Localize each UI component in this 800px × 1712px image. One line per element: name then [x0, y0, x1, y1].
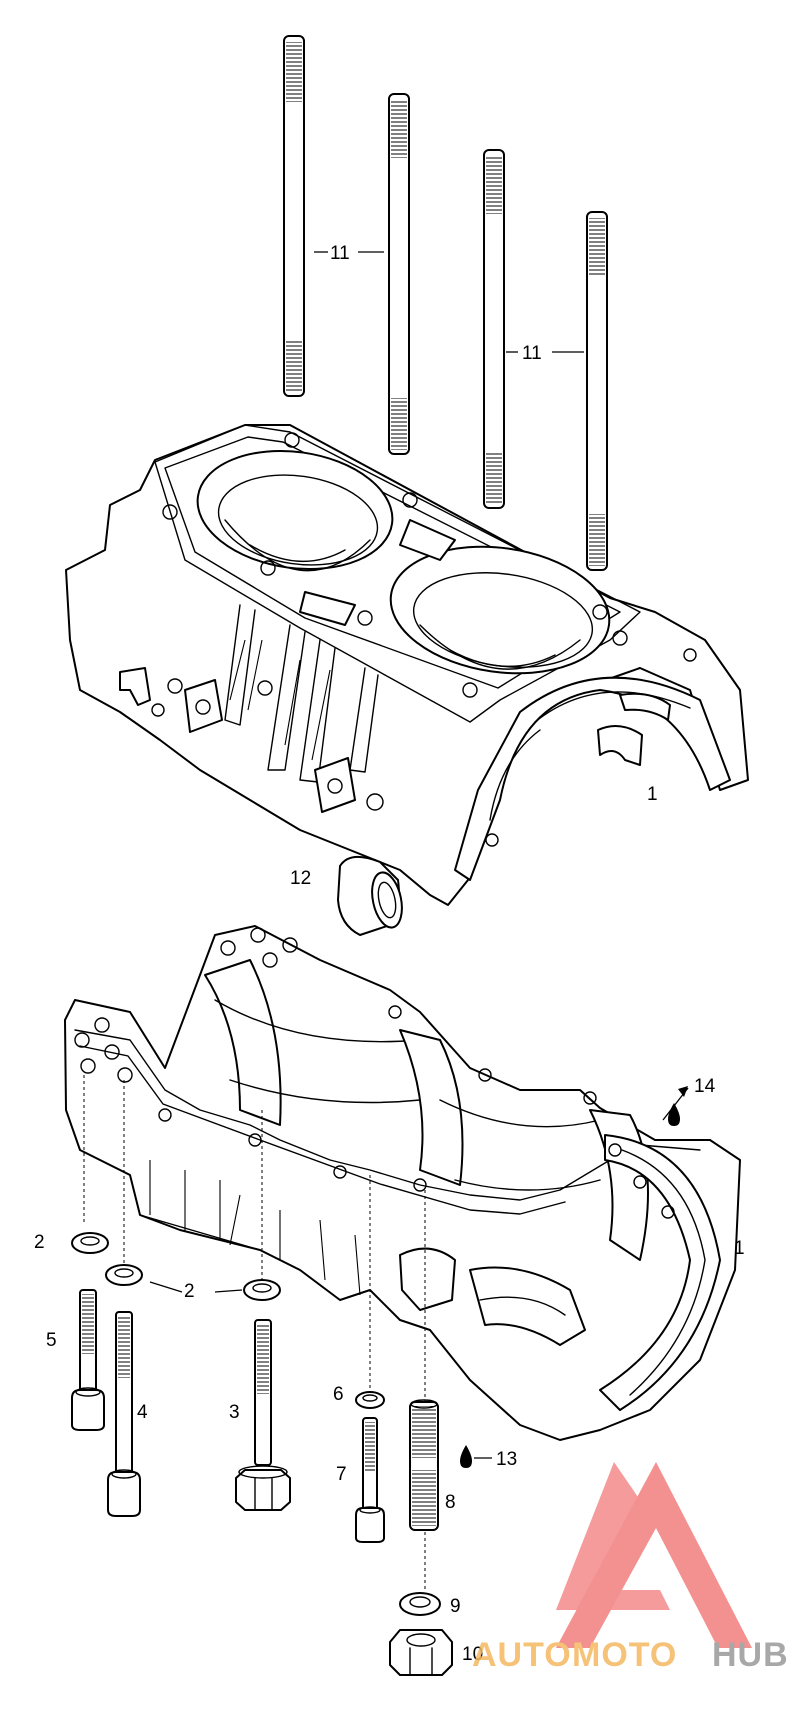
bolt-3: [235, 1319, 291, 1511]
cylinder-bore-right: [389, 545, 611, 675]
callout-10: 10: [462, 1644, 483, 1665]
callout-labels: 11 11 1 12 14 1 2 2 5 4 3 6 7 8 13 9 10: [34, 243, 745, 1665]
callout-1-lower: 1: [734, 1238, 745, 1259]
crankshaft-seal: [337, 855, 403, 936]
assembly-centerlines: [83, 1075, 426, 1590]
bolt-5: [71, 1289, 105, 1431]
nut-10: [389, 1629, 453, 1676]
callout-8: 8: [445, 1492, 456, 1513]
bearing-seat-upper: [454, 648, 731, 881]
fasteners: [71, 1103, 680, 1676]
callout-13: 13: [496, 1449, 517, 1470]
bearing-saddles: [204, 959, 721, 1411]
watermark-logo-icon: [556, 1462, 752, 1648]
lock-washer-9: [399, 1592, 441, 1616]
callout-7: 7: [336, 1464, 347, 1485]
callout-2-mid: 2: [184, 1281, 195, 1302]
callout-1-upper: 1: [647, 784, 658, 805]
flange-bolt-holes: [74, 927, 675, 1219]
watermark-text-moto: MOTO: [572, 1636, 677, 1674]
leader-lines: [149, 1086, 689, 1459]
callout-12: 12: [290, 868, 311, 889]
lock-washer-left: [71, 1232, 109, 1254]
stud-2: [388, 93, 410, 455]
stud-3: [483, 149, 505, 509]
lock-washer-mid: [243, 1279, 281, 1301]
lock-washer-mid-left: [105, 1264, 143, 1286]
watermark: AUTO MOTO HUB: [472, 1462, 789, 1674]
upper-crankcase-half: [65, 424, 749, 906]
stud-8: [409, 1399, 439, 1531]
stud-1: [283, 35, 305, 397]
sealant-drop-13-icon: [460, 1445, 472, 1468]
washer-6: [355, 1391, 385, 1409]
callout-11-left: 11: [330, 243, 350, 264]
watermark-text-hub: HUB: [712, 1636, 789, 1674]
lower-crankcase-half: [64, 925, 741, 1441]
callout-6: 6: [333, 1384, 344, 1405]
callout-11-right: 11: [522, 343, 542, 364]
callout-9: 9: [450, 1596, 461, 1617]
callout-2-left: 2: [34, 1232, 45, 1253]
callout-14: 14: [694, 1076, 716, 1097]
watermark-text-auto: AUTO: [472, 1636, 572, 1674]
callout-4: 4: [137, 1402, 148, 1423]
cylinder-bore-left: [196, 449, 394, 572]
deck-bolt-holes: [162, 432, 628, 698]
callout-5: 5: [46, 1330, 57, 1351]
bolt-4: [107, 1311, 141, 1517]
side-bosses: [151, 678, 384, 813]
cylinder-studs: [283, 35, 608, 571]
cooling-fins: [224, 604, 379, 783]
callout-3: 3: [229, 1402, 240, 1423]
bolt-7: [355, 1417, 385, 1543]
stud-4: [586, 211, 608, 571]
watermark-triangle-inner: [556, 1462, 670, 1610]
